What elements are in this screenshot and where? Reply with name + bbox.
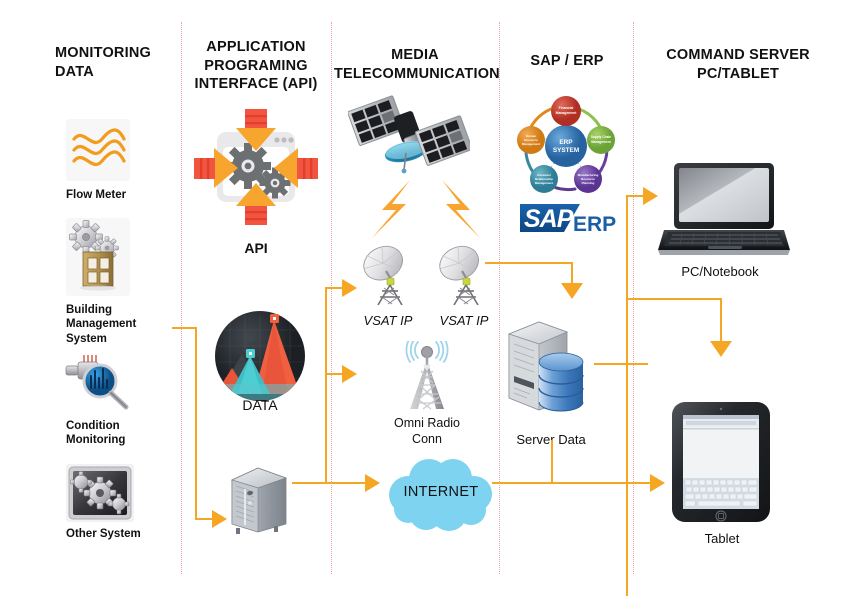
flow-meter-label: Flow Meter — [66, 189, 127, 201]
connector-internet-to-tablet — [492, 482, 652, 484]
label-line: Monitoring — [66, 434, 126, 447]
label-line: Condition — [66, 420, 120, 432]
column-header-line: PC/TABLET — [696, 65, 780, 82]
omni-radio-label: Omni Radio Conn — [374, 415, 480, 447]
svg-text:SYSTEM: SYSTEM — [553, 147, 579, 154]
svg-text:SAP: SAP — [524, 205, 574, 233]
other-system-icon — [66, 464, 134, 522]
data-label: DATA — [242, 397, 278, 413]
tablet-icon — [670, 400, 772, 524]
satellite-dish-icon — [356, 243, 414, 306]
pc-notebook-label: PC/Notebook — [681, 264, 759, 279]
connector-server-data-down-stub — [551, 440, 553, 483]
satellite-icon — [347, 92, 473, 184]
connector-monitoring-bus-vertical — [195, 327, 197, 519]
tablet-label: Tablet — [704, 531, 740, 546]
server-database-icon — [505, 318, 597, 418]
internet-label: INTERNET — [403, 484, 479, 500]
signal-bolt-icon — [356, 178, 496, 240]
column-header-line: TELECOMMUNICATION — [334, 65, 500, 82]
connector-to-tablet-horizontal — [626, 298, 722, 300]
column-header-line: APPLICATION — [206, 39, 306, 55]
svg-text:Financial: Financial — [559, 106, 574, 110]
connector-monitoring-bus-top — [172, 327, 196, 329]
connector-to-tablet-vertical — [720, 298, 722, 342]
column-header-command-server: COMMAND SERVER PC/TABLET — [638, 46, 838, 83]
column-header-line: INTERFACE (API) — [194, 76, 318, 93]
building-management-icon — [66, 218, 130, 296]
column-header-line: MONITORING — [55, 45, 151, 61]
label-line: Building — [66, 304, 112, 316]
connector-server-data-out — [594, 363, 648, 365]
condition-monitoring-label: Condition Monitoring — [66, 419, 186, 448]
arrow-to-vsat-left — [342, 279, 357, 297]
column-header-media-telecom: MEDIA TELECOMMUNICATION — [334, 46, 500, 83]
label-line: Management — [66, 318, 137, 331]
connector-vsat-down — [571, 262, 573, 284]
label-line: Conn — [412, 432, 442, 446]
column-header-monitoring-data: MONITORING DATA — [55, 44, 195, 81]
svg-text:Management: Management — [522, 142, 540, 146]
svg-text:Manufacturing: Manufacturing — [578, 173, 599, 177]
column-header-line: SAP / ERP — [530, 53, 604, 69]
svg-text:ERP: ERP — [559, 139, 573, 146]
connector-to-omni-radio — [325, 373, 343, 375]
arrow-to-api-server — [212, 510, 227, 528]
svg-text:Human: Human — [526, 134, 536, 138]
arrow-to-internet — [365, 474, 380, 492]
connector-vsat-right-out — [485, 262, 573, 264]
column-header-line: MEDIA — [391, 47, 439, 63]
erp-wheel-icon: ERP SYSTEM Financial Management Supply C… — [513, 93, 619, 199]
cloud-icon: INTERNET — [385, 455, 497, 531]
label-line: Omni Radio — [394, 416, 460, 430]
column-header-sap-erp: SAP / ERP — [503, 52, 631, 71]
svg-text:Supply Chain: Supply Chain — [591, 135, 611, 139]
column-divider-2 — [331, 22, 332, 574]
connector-media-bus-vertical — [325, 288, 327, 483]
connector-command-bus-vertical — [626, 196, 628, 596]
flow-meter-icon — [66, 119, 130, 181]
svg-text:Resource: Resource — [524, 138, 538, 142]
api-gears-icon — [190, 103, 322, 231]
column-header-line: PROGRAMING — [204, 57, 308, 74]
connector-monitoring-to-server — [195, 518, 213, 520]
data-chart-icon — [214, 310, 306, 402]
vsat-right-label: VSAT IP — [439, 313, 489, 328]
arrow-to-tablet-down — [710, 341, 732, 357]
connector-to-pc-notebook — [626, 195, 644, 197]
vsat-left-label: VSAT IP — [363, 313, 413, 328]
svg-text:Management: Management — [556, 111, 578, 115]
connector-to-vsat-left — [325, 287, 343, 289]
arrow-to-pc-notebook — [643, 187, 658, 205]
column-divider-3 — [499, 22, 500, 574]
column-header-line: DATA — [55, 63, 94, 80]
api-label: API — [244, 240, 268, 256]
column-header-api: APPLICATION PROGRAMING INTERFACE (API) — [186, 38, 326, 94]
laptop-icon — [656, 160, 790, 258]
other-system-label: Other System — [66, 528, 141, 540]
svg-text:Management: Management — [535, 181, 553, 185]
server-tower-icon — [228, 464, 290, 536]
arrow-to-tablet — [650, 474, 665, 492]
svg-text:Customer: Customer — [537, 173, 552, 177]
svg-text:Resource: Resource — [581, 177, 595, 181]
server-data-label: Server Data — [516, 432, 586, 447]
building-management-label: Building Management System — [66, 303, 186, 346]
radio-tower-icon — [388, 337, 466, 413]
label-line: System — [66, 332, 107, 345]
satellite-dish-icon — [432, 243, 490, 306]
svg-text:Relationship: Relationship — [535, 177, 553, 181]
svg-text:Management: Management — [591, 140, 611, 144]
column-header-line: COMMAND SERVER — [666, 47, 810, 63]
column-divider-1 — [181, 22, 182, 574]
arrow-to-omni-radio — [342, 365, 357, 383]
sap-logo: SAP ERP — [518, 198, 618, 238]
arrow-to-server-data — [561, 283, 583, 299]
connector-server-out — [292, 482, 326, 484]
svg-text:ERP: ERP — [573, 213, 616, 236]
svg-text:Planning: Planning — [582, 181, 595, 185]
condition-monitoring-icon — [62, 352, 134, 414]
connector-to-internet — [325, 482, 366, 484]
